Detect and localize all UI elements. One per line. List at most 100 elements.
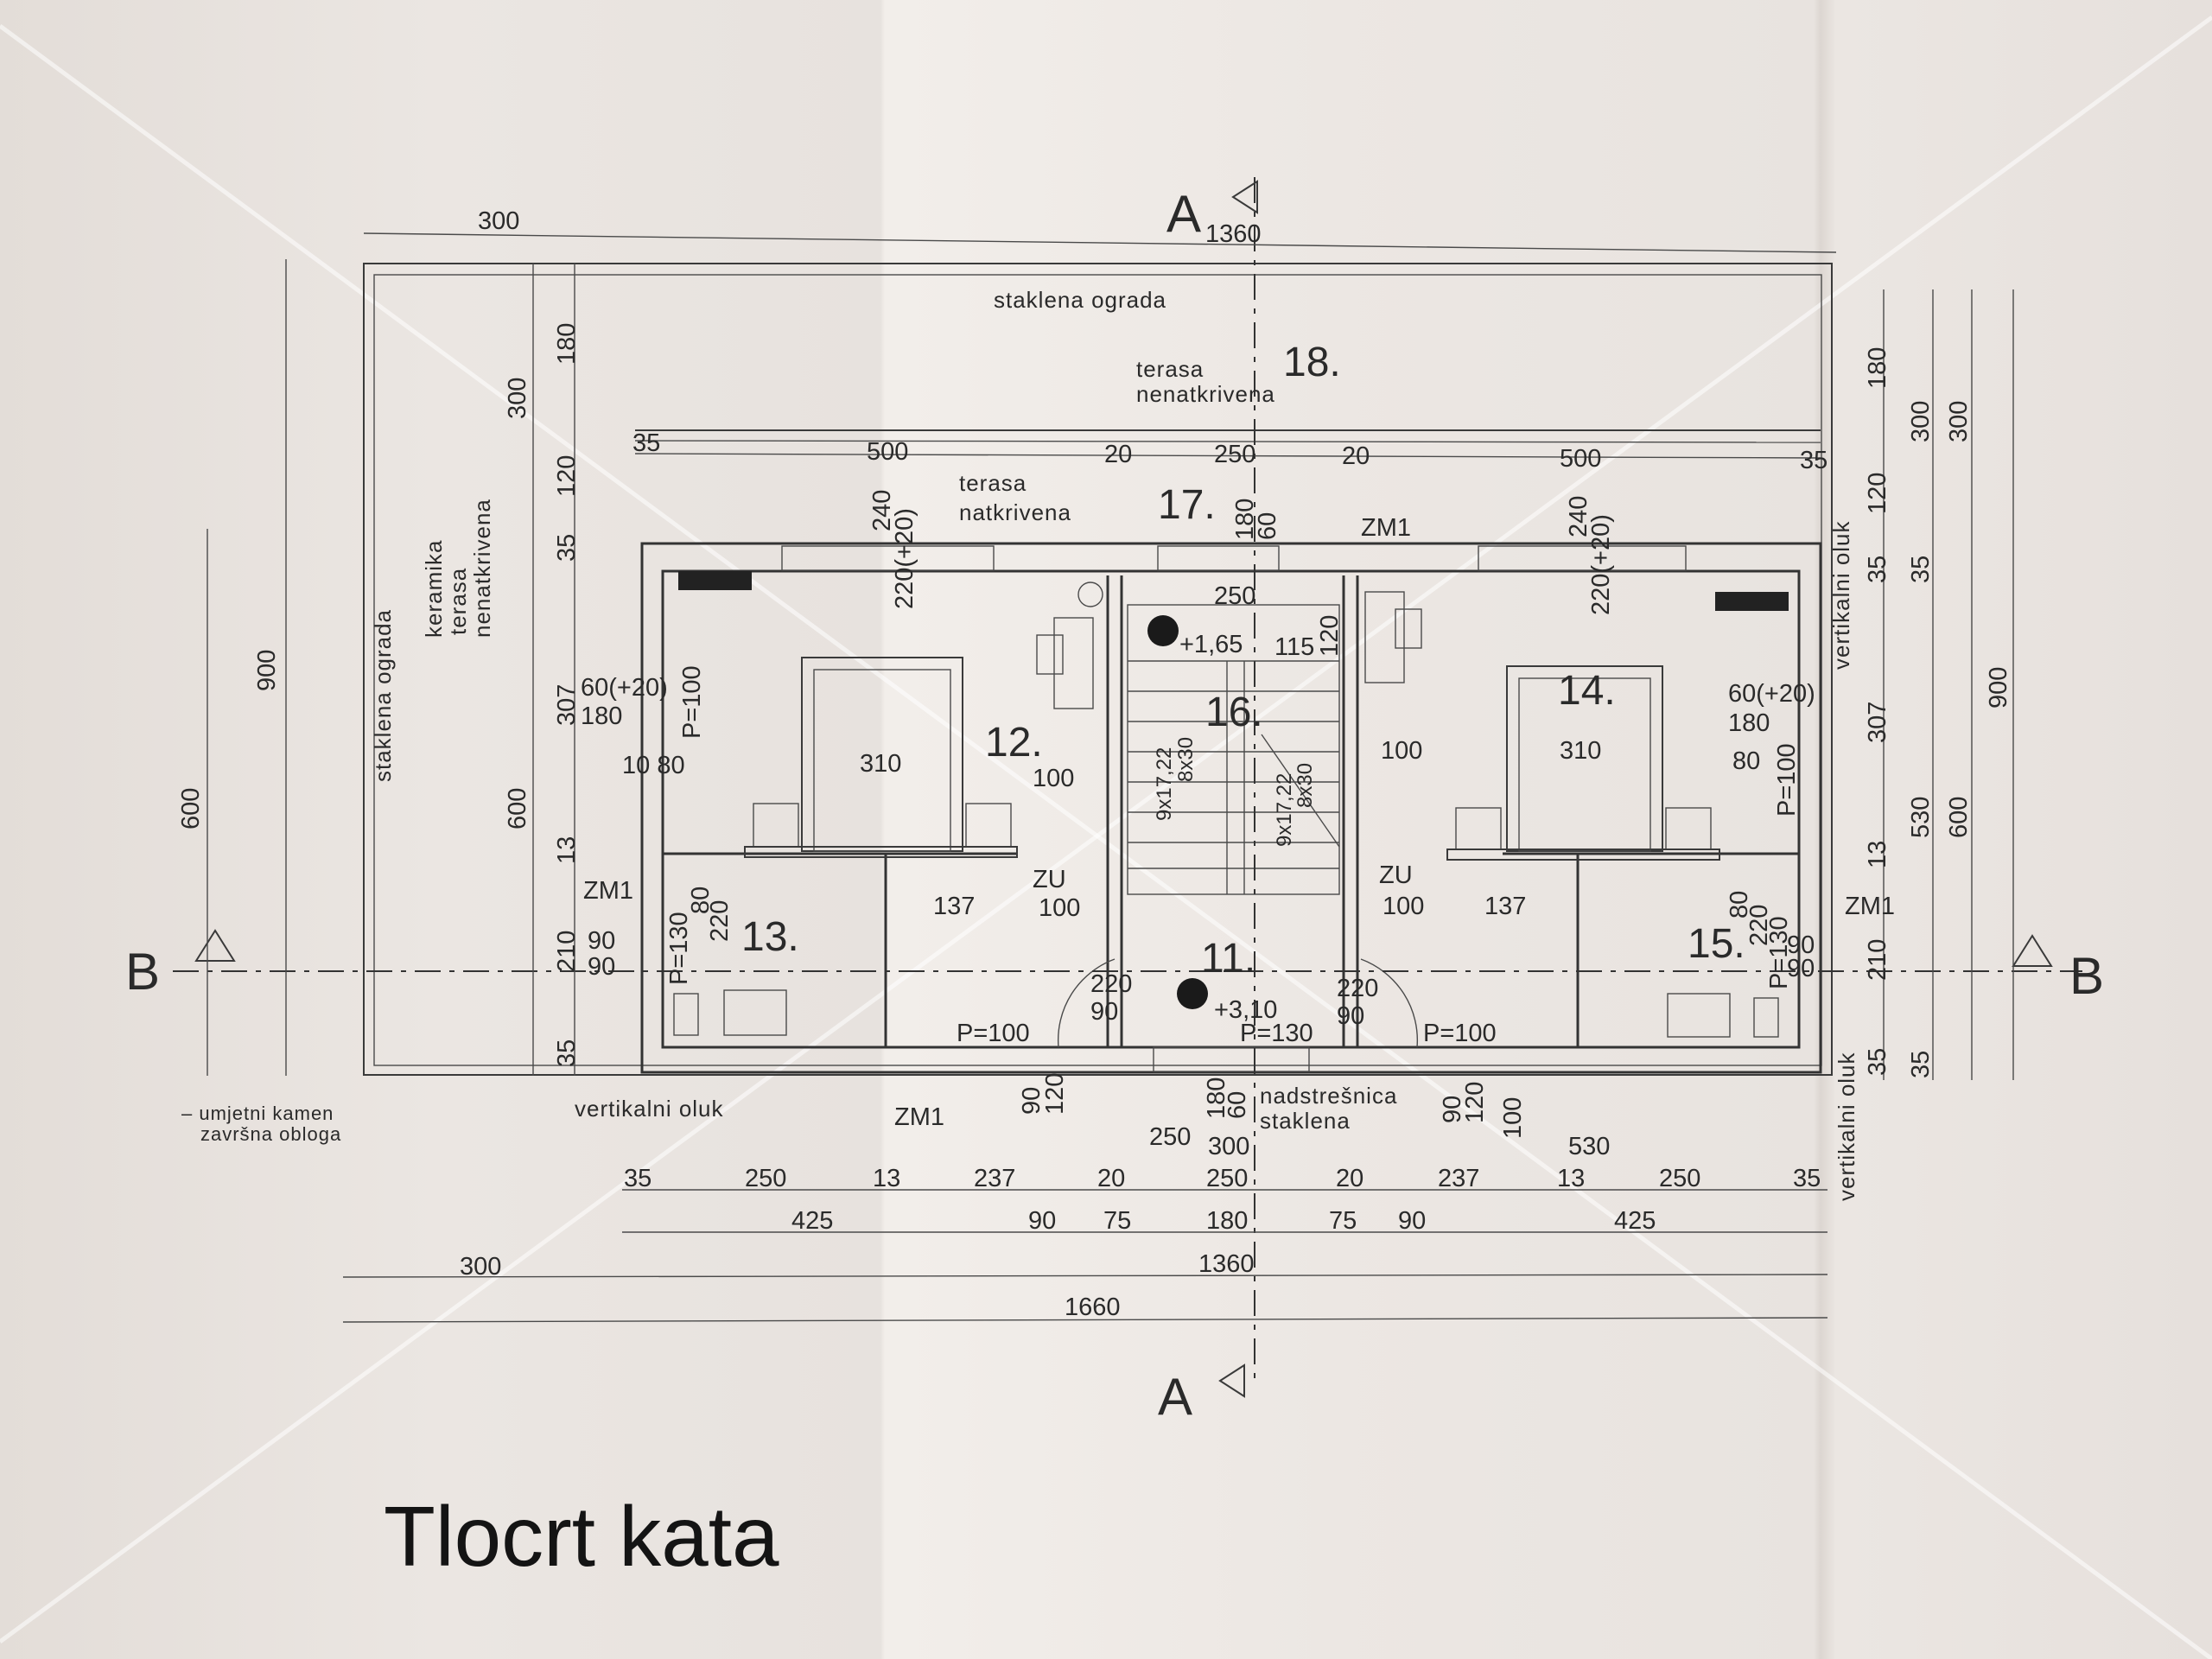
dimension-label: 250 <box>1214 582 1255 610</box>
dimension-label: 600 <box>177 788 205 830</box>
dimension-label: 220 <box>1745 905 1773 946</box>
room-17: 17. <box>1158 482 1216 528</box>
label-p-window-right: P=100 <box>1773 743 1801 817</box>
dimension-label: 90 <box>588 927 615 955</box>
dimension-label: 240 <box>1565 496 1592 537</box>
label-p-mid: P=130 <box>1240 1020 1313 1047</box>
dimension-label: 137 <box>933 893 975 920</box>
label-natkrivena: natkrivena <box>959 499 1071 525</box>
label-nadstresnica: nadstrešnica <box>1260 1083 1397 1109</box>
dimension-label: 10 80 <box>622 752 685 779</box>
dimension-label: 220(+20) <box>1587 514 1615 615</box>
dimension-label: 90 <box>1018 1087 1046 1115</box>
dimension-label: 137 <box>1484 893 1526 920</box>
dimension-label: 1360 <box>1198 1250 1255 1278</box>
dimension-label: 120 <box>1864 473 1891 514</box>
room-14: 14. <box>1558 668 1616 714</box>
room-12: 12. <box>985 720 1043 766</box>
dimension-label: 300 <box>1208 1133 1249 1160</box>
label-zm1-top: ZM1 <box>1361 514 1411 542</box>
dimension-label: 307 <box>1864 702 1891 743</box>
dimension-label: 530 <box>1568 1133 1610 1160</box>
dimension-label: 20 <box>1097 1165 1125 1192</box>
label-umjetni-kamen: – umjetni kamen <box>181 1103 334 1124</box>
dimension-label: 300 <box>460 1253 501 1281</box>
dimension-label: 250 <box>1214 441 1255 468</box>
label-vertikalni-oluk: vertikalni oluk <box>575 1096 724 1122</box>
furniture <box>673 571 1789 1048</box>
dims-misc: 60(+20) 180 60(+20) 180 240 220(+20) 240… <box>581 490 1815 1160</box>
room-15: 15. <box>1688 921 1745 967</box>
label-terasa-covered: terasa <box>959 470 1027 496</box>
bed-right <box>1446 665 1720 861</box>
dimension-label: 35 <box>553 534 581 562</box>
dimension-label: 35 <box>553 1039 581 1067</box>
dimension-label: 900 <box>1985 667 2012 709</box>
dimension-label: 35 <box>1907 1051 1935 1078</box>
label-terasa-left: terasa <box>445 568 471 635</box>
label-zu-right: ZU <box>1379 861 1413 889</box>
dims-bottom-row3: 300 1360 <box>460 1250 1255 1281</box>
dimension-label: 100 <box>1039 894 1080 922</box>
dimension-label: 75 <box>1329 1207 1357 1235</box>
label-staklena-ograda-left: staklena ograda <box>370 609 396 782</box>
dimension-label: 425 <box>791 1207 833 1235</box>
label-stairs-1: 9x17,22 <box>1153 747 1176 821</box>
dimension-label: 75 <box>1103 1207 1131 1235</box>
dimension-label: 180 <box>581 702 622 730</box>
dimension-label: 180 <box>1231 499 1259 540</box>
label-staklena-ograda: staklena ograda <box>994 287 1166 313</box>
dimension-label: 100 <box>1033 765 1074 792</box>
label-stairs-2b: 8x30 <box>1294 763 1317 808</box>
label-terasa: terasa <box>1136 356 1204 382</box>
room-16: 16. <box>1205 690 1263 735</box>
dims-bottom-row2: 425 90 75 180 75 90 425 <box>791 1207 1656 1235</box>
dim-top: 1360 <box>1205 220 1262 248</box>
dimension-label: 90 <box>588 953 615 981</box>
dimension-label: 237 <box>974 1165 1015 1192</box>
dimension-label: 90 <box>1028 1207 1056 1235</box>
label-staklena: staklena <box>1260 1108 1351 1134</box>
dimension-label: 80 <box>1726 891 1753 918</box>
dimension-label: 35 <box>1864 556 1891 583</box>
dimension-label: 300 <box>504 378 531 419</box>
dimension-label: 250 <box>745 1165 786 1192</box>
dimension-label: 180 <box>1728 709 1770 737</box>
label-p-right-2: P=130 <box>1765 916 1793 989</box>
level-1: +1,65 <box>1179 631 1243 658</box>
dimension-label: 240 <box>868 490 896 531</box>
label-keramika: keramika <box>421 540 447 638</box>
dimension-label: 90 <box>1787 931 1815 959</box>
dimension-label: 80 <box>1732 747 1760 775</box>
label-zm1-bottom: ZM1 <box>894 1103 944 1131</box>
room-13: 13. <box>741 914 799 960</box>
dimension-label: 13 <box>873 1165 900 1192</box>
dimension-label: 220(+20) <box>891 508 918 609</box>
label-p-right: P=100 <box>1423 1020 1497 1047</box>
dimension-label: 115 <box>1274 633 1314 661</box>
dimension-label: 180 <box>1203 1077 1230 1119</box>
dimension-lines <box>207 232 2014 1323</box>
dims-left: 900 600 300 600 180 120 35 307 13 210 35 <box>177 323 581 1067</box>
dimension-label: 220 <box>1337 975 1378 1002</box>
dimension-label: 90 <box>1337 1002 1364 1030</box>
dimension-label: 35 <box>1907 556 1935 583</box>
dimension-label: 35 <box>1864 1048 1891 1076</box>
dims-inner-top: 35 500 20 250 20 500 35 <box>632 429 1827 474</box>
label-p-left-2: P=130 <box>665 912 693 985</box>
dimension-label: 425 <box>1614 1207 1656 1235</box>
label-p-left: P=100 <box>957 1020 1030 1047</box>
dimension-label: 210 <box>553 931 581 972</box>
dimension-label: 20 <box>1104 441 1132 468</box>
dimension-label: 237 <box>1438 1165 1479 1192</box>
dimension-label: 220 <box>706 900 734 942</box>
bed-left <box>744 657 1018 858</box>
dimension-label: 300 <box>1945 401 1973 442</box>
dimension-label: 20 <box>1336 1165 1363 1192</box>
label-stairs-1b: 8x30 <box>1174 737 1198 782</box>
dimension-label: 300 <box>1907 401 1935 442</box>
dimension-label: 600 <box>504 788 531 830</box>
level-marker-icons <box>1147 615 1208 1009</box>
